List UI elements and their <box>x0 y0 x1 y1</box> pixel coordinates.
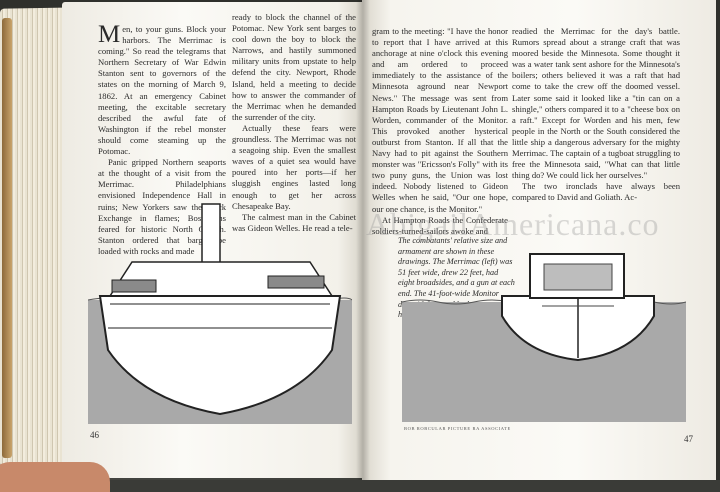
paragraph: en, to your guns. Block your harbors. Th… <box>98 24 226 157</box>
paragraph: Actually these fears were groundless. Th… <box>232 122 356 211</box>
right-page-column-1: gram to the meeting: "I have the honor t… <box>372 26 508 237</box>
turret-guns <box>543 263 613 291</box>
page-number-right: 47 <box>684 434 693 444</box>
illustration-credit: BOB ROBCULAR PICTURE RA ASSOCIATE <box>404 426 511 431</box>
book-cover-edge <box>2 18 12 458</box>
paragraph: At Hampton Roads the Confederate soldier… <box>372 214 508 236</box>
watermark: AbigailAmericana.co <box>366 206 660 242</box>
left-page-column-2: ready to block the channel of the Potoma… <box>232 12 356 234</box>
paragraph: readied the Merrimac for the day's battl… <box>512 26 680 181</box>
paragraph: gram to the meeting: "I have the honor t… <box>372 26 508 214</box>
paragraph: The two ironclads have always been compa… <box>512 181 680 203</box>
page-number-left: 46 <box>90 430 99 440</box>
gun-left <box>111 279 157 293</box>
hand <box>0 462 110 492</box>
merrimac-cross-section-illustration <box>88 203 352 424</box>
drop-cap: M <box>98 21 121 48</box>
monitor-cross-section-illustration <box>402 253 686 422</box>
gun-right <box>267 275 325 289</box>
book-gutter <box>356 0 370 480</box>
merrimac-hull <box>98 295 342 416</box>
paragraph: ready to block the channel of the Potoma… <box>232 12 356 122</box>
right-page-column-2: readied the Merrimac for the day's battl… <box>512 26 680 204</box>
smokestack <box>201 203 221 267</box>
paragraph: Panic gripped Northern seaports at the t… <box>98 157 226 256</box>
paragraph: The calmest man in the Cabinet was Gideo… <box>232 211 356 233</box>
